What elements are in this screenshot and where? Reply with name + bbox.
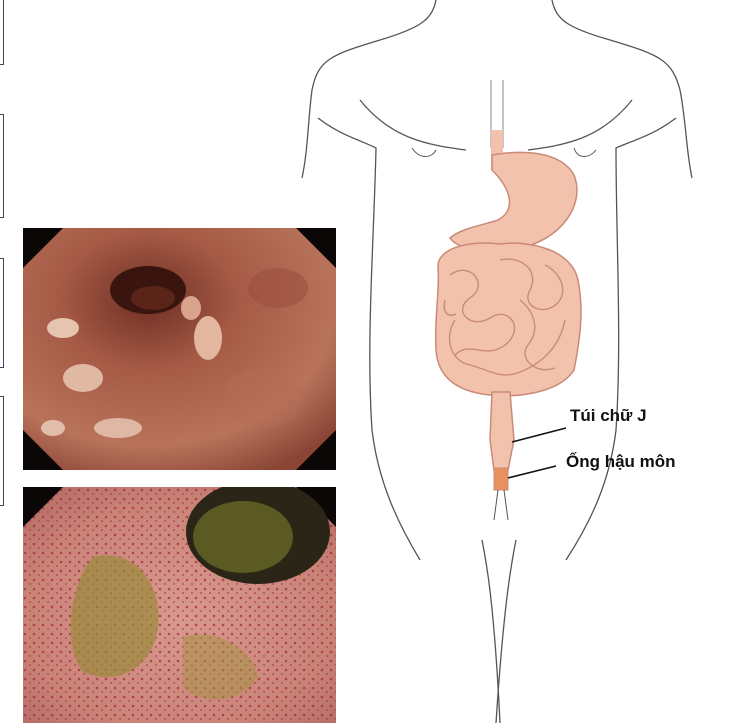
anal-canal-leader-line	[508, 466, 556, 478]
anal-canal-label: Ống hậu môn	[566, 452, 676, 472]
cropped-panel-edge	[0, 0, 4, 65]
endoscopy-photo-top	[23, 228, 336, 470]
cropped-panel-edge	[0, 258, 4, 368]
j-pouch-label: Túi chữ J	[570, 406, 647, 426]
anatomy-diagram	[300, 0, 754, 723]
j-pouch-leader-line	[512, 428, 566, 442]
cropped-panel-edge	[0, 396, 4, 506]
cropped-panel-edge	[0, 114, 4, 218]
endoscopy-photo-bottom	[23, 487, 336, 723]
anal-canal-shape	[494, 468, 508, 490]
